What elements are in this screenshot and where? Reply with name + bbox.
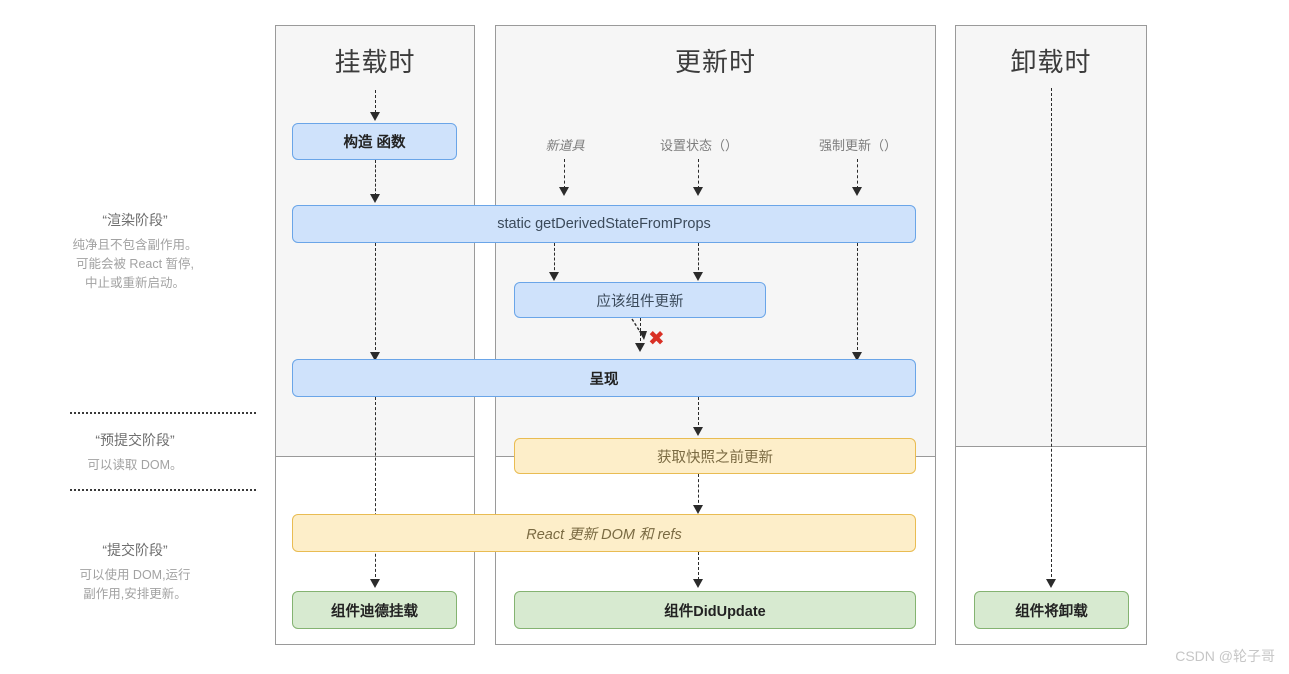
column-updating: 更新时 [495, 25, 936, 645]
arrowhead-mount-constructor [369, 112, 380, 121]
phase-pre-commit-desc-1: 可以读取 DOM。 [87, 457, 183, 472]
node-component-will-unmount[interactable]: 组件将卸载 [974, 591, 1129, 629]
node-get-snapshot-before-update[interactable]: 获取快照之前更新 [514, 438, 916, 474]
column-unmounting-title: 卸载时 [1010, 47, 1092, 77]
node-get-snapshot-before-update-label: 获取快照之前更新 [657, 449, 773, 466]
trigger-set-state: 设置状态（） [659, 138, 739, 153]
node-component-did-update[interactable]: 组件DidUpdate [514, 591, 916, 629]
phase-commit-desc-1: 可以使用 DOM,运行 [79, 567, 191, 582]
phase-pre-commit: “预提交阶段” 可以读取 DOM。 [10, 430, 260, 475]
column-updating-title: 更新时 [674, 47, 756, 77]
arrowhead-mount-render [369, 352, 380, 361]
arrowhead-set-state [692, 187, 703, 196]
arrowhead-dom-update [692, 505, 703, 514]
node-component-will-unmount-label: 组件将卸载 [1015, 603, 1088, 620]
node-react-updates-dom-label: React 更新 DOM 和 refs [526, 526, 682, 543]
connector-render-to-didmount [375, 397, 376, 582]
phase-render-desc-1: 纯净且不包含副作用。 [72, 237, 198, 252]
arrowhead-force-update-render [851, 352, 862, 361]
arrowhead-snapshot [692, 427, 703, 436]
node-component-did-update-label: 组件DidUpdate [664, 603, 766, 620]
node-component-did-mount-label: 组件迪德挂载 [331, 603, 418, 620]
connector-mount-title-to-constructor [375, 90, 376, 118]
phase-render-desc-3: 中止或重新启动。 [84, 276, 185, 291]
column-mounting-title: 挂载时 [334, 47, 416, 77]
phase-render-desc-2: 可能会被 React 暂停, [75, 257, 195, 272]
arrowhead-new-props [558, 187, 569, 196]
trigger-new-props: 新道具 [545, 138, 585, 153]
node-constructor-label: 构造 函数 [343, 135, 406, 151]
connector-dom-to-didupdate [698, 552, 699, 580]
arrowhead-scu-left [548, 272, 559, 281]
arrowhead-will-unmount [1045, 579, 1056, 588]
connector-gdsfp-to-render-mount [375, 243, 376, 355]
connector-gdsfp-to-scu-left [554, 243, 555, 275]
node-get-derived-state-from-props[interactable]: static getDerivedStateFromProps [292, 205, 916, 243]
connector-force-update [857, 159, 858, 189]
node-constructor[interactable]: 构造 函数 [292, 123, 457, 160]
arrowhead-mount-didmount [369, 579, 380, 588]
node-should-component-update-label: 应该组件更新 [596, 293, 684, 310]
arrowhead-scu-right [692, 272, 703, 281]
node-should-component-update[interactable]: 应该组件更新 [514, 282, 766, 318]
connector-unmount-title-to-willunmount [1051, 88, 1052, 582]
node-get-derived-state-from-props-label: static getDerivedStateFromProps [497, 216, 711, 232]
phase-render-title: “渲染阶段” [102, 212, 168, 228]
phase-pre-commit-title: “预提交阶段” [95, 432, 175, 448]
connector-gdsfp-to-scu-right [698, 243, 699, 275]
arrowhead-mount-gdsfp [369, 194, 380, 203]
connector-render-to-snapshot [698, 397, 699, 430]
connector-force-update-to-render [857, 243, 858, 355]
phase-render: “渲染阶段” 纯净且不包含副作用。 可能会被 React 暂停, 中止或重新启动… [10, 210, 260, 294]
arrowhead-scu-render [634, 343, 645, 352]
node-react-updates-dom[interactable]: React 更新 DOM 和 refs [292, 514, 916, 552]
node-render[interactable]: 呈现 [292, 359, 916, 397]
phase-commit-desc-2: 副作用,安排更新。 [83, 587, 187, 602]
connector-constructor-to-gdsfp [375, 160, 376, 196]
connector-new-props [564, 159, 565, 189]
phase-commit: “提交阶段” 可以使用 DOM,运行 副作用,安排更新。 [10, 540, 260, 604]
connector-scu-skip-branch [631, 318, 647, 340]
node-render-label: 呈现 [589, 371, 619, 388]
arrowhead-force-update [851, 187, 862, 196]
skip-render-x-icon: ✖ [648, 328, 665, 350]
phase-divider-top [70, 412, 256, 414]
arrowhead-didupdate [692, 579, 703, 588]
node-component-did-mount[interactable]: 组件迪德挂载 [292, 591, 457, 629]
phase-commit-title: “提交阶段” [102, 542, 168, 558]
connector-set-state [698, 159, 699, 189]
phase-divider-bottom [70, 489, 256, 491]
trigger-force-update: 强制更新（） [818, 138, 898, 153]
csdn-watermark: CSDN @轮子哥 [1175, 648, 1275, 664]
connector-snapshot-to-dom [698, 474, 699, 508]
